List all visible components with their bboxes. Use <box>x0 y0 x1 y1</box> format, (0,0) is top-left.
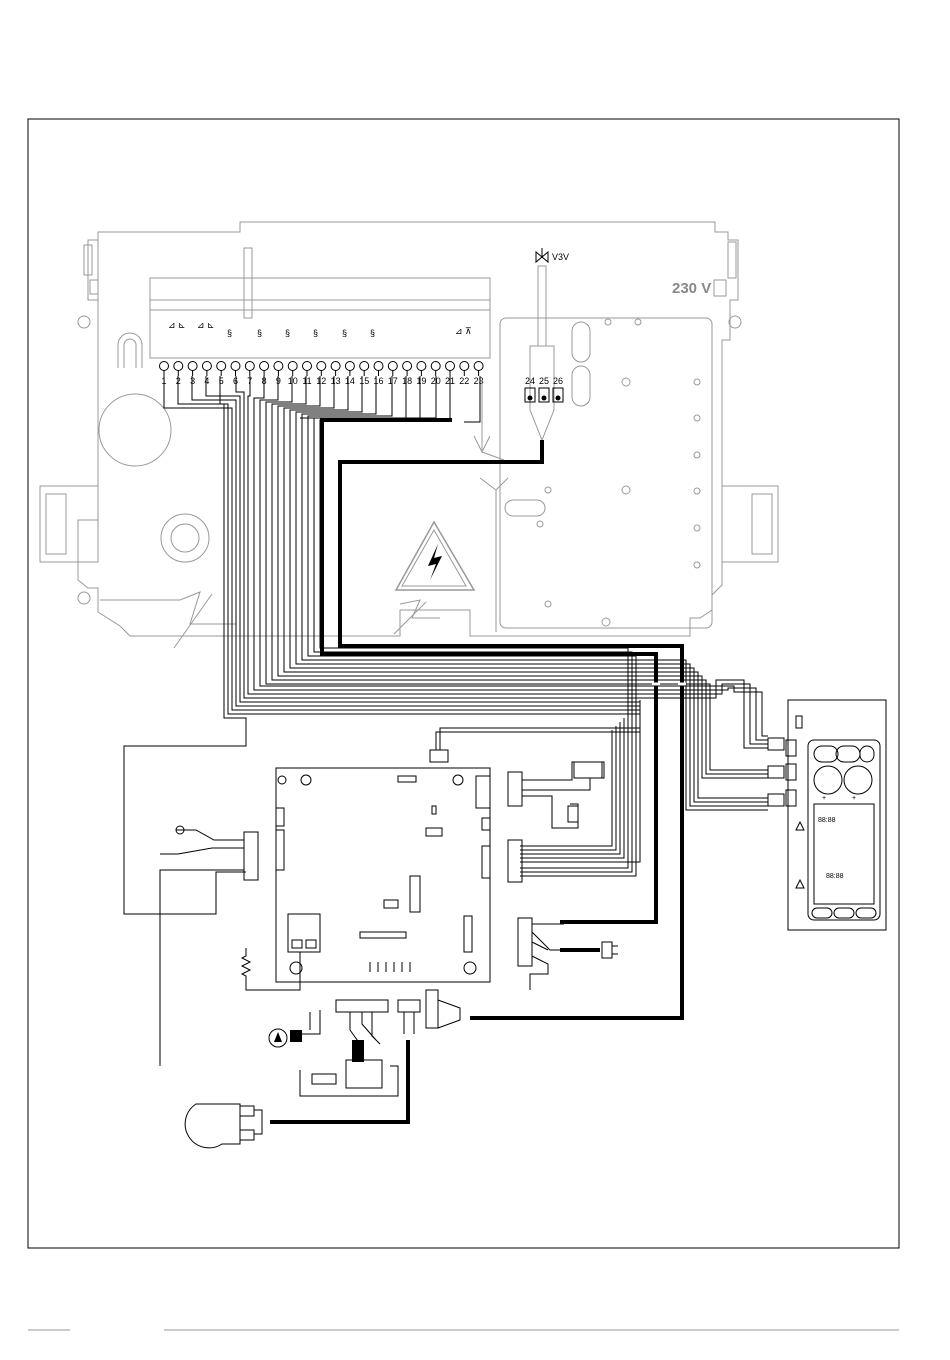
terminal-20 <box>431 362 440 371</box>
terminal-19 <box>417 362 426 371</box>
terminal-circles <box>160 362 484 377</box>
terminal-3 <box>188 362 197 371</box>
terminal-label-19: 19 <box>416 376 426 386</box>
terminal-15 <box>360 362 369 371</box>
svg-text:⊿ ⊾: ⊿ ⊾ <box>197 320 215 330</box>
terminal-9 <box>274 362 283 371</box>
terminal-8 <box>260 362 269 371</box>
svg-text:§: § <box>285 328 290 338</box>
terminal-17 <box>388 362 397 371</box>
terminal-13 <box>331 362 340 371</box>
terminal-label-12: 12 <box>316 376 326 386</box>
terminal-label-25: 25 <box>539 376 549 386</box>
voltage-label: 230 V <box>672 280 711 297</box>
svg-text:§: § <box>257 328 262 338</box>
terminal-1 <box>160 362 169 371</box>
terminal-label-22: 22 <box>459 376 469 386</box>
terminal-label-3: 3 <box>190 376 195 386</box>
svg-text:⊿ ⊼: ⊿ ⊼ <box>455 326 472 336</box>
panel-display: 88:88 <box>818 817 836 824</box>
terminal-label-24: 24 <box>525 376 535 386</box>
terminal-16 <box>374 362 383 371</box>
terminal-label-4: 4 <box>204 376 209 386</box>
svg-text:+: + <box>822 795 826 802</box>
terminal-21 <box>446 362 455 371</box>
svg-text:§: § <box>227 328 232 338</box>
terminal-4 <box>202 362 211 371</box>
terminal-22 <box>460 362 469 371</box>
terminal-14 <box>345 362 354 371</box>
terminal-5 <box>217 362 226 371</box>
wiring-harness <box>124 376 768 1018</box>
terminal-label-11: 11 <box>302 376 311 386</box>
svg-text:§: § <box>370 328 375 338</box>
terminal-dot-25 <box>542 396 547 401</box>
ui-panel: + + 88:88 88:88 <box>768 700 886 930</box>
svg-text:§: § <box>313 328 318 338</box>
terminal-label-14: 14 <box>345 376 355 386</box>
terminal-label-18: 18 <box>402 376 412 386</box>
valve-v3v: V3V <box>530 248 569 440</box>
terminal-dot-26 <box>556 396 561 401</box>
terminal-23 <box>474 362 483 371</box>
terminal-11 <box>303 362 312 371</box>
terminal-2 <box>174 362 183 371</box>
terminal-dot-24 <box>528 396 533 401</box>
valve-label: V3V <box>552 252 569 262</box>
terminal-label-15: 15 <box>359 376 369 386</box>
terminal-7 <box>245 362 254 371</box>
terminal-label-5: 5 <box>219 376 224 386</box>
terminal-6 <box>231 362 240 371</box>
lower-components <box>185 918 618 1148</box>
terminal-10 <box>288 362 297 371</box>
svg-text:§: § <box>342 328 347 338</box>
terminal-label-13: 13 <box>331 376 341 386</box>
panel-display-2: 88:88 <box>826 873 844 880</box>
terminal-label-16: 16 <box>373 376 383 386</box>
terminal-label-10: 10 <box>288 376 298 386</box>
terminal-18 <box>403 362 412 371</box>
terminal-label-26: 26 <box>553 376 563 386</box>
svg-text:⊿ ⊾: ⊿ ⊾ <box>168 320 186 330</box>
terminal-12 <box>317 362 326 371</box>
terminal-label-17: 17 <box>388 376 398 386</box>
right-terminal-block: 24 25 26 <box>525 376 563 402</box>
svg-text:+: + <box>852 795 856 802</box>
